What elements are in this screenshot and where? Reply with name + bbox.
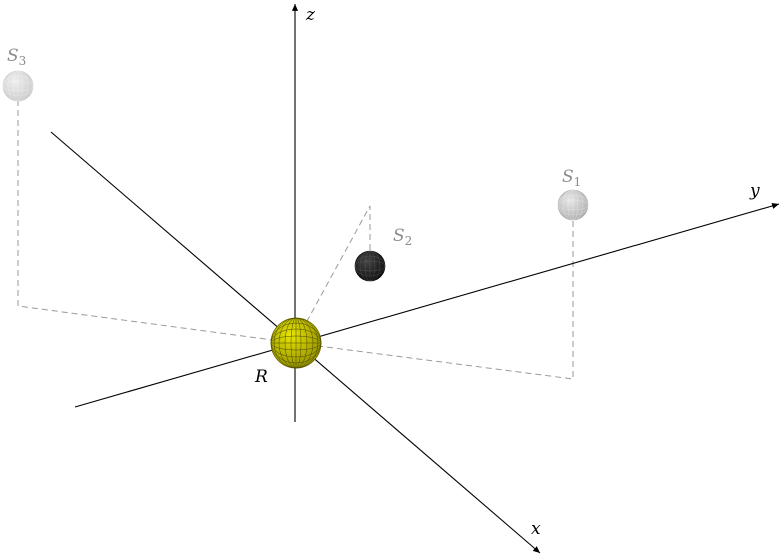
satellite-s2 — [354, 250, 386, 282]
s3-label-sub: 3 — [19, 54, 27, 68]
s2-label: S2 — [393, 226, 412, 248]
projection-s1 — [294, 221, 574, 380]
y-axis-label: y — [749, 181, 760, 201]
s1-label: S1 — [562, 167, 581, 189]
projection-lines — [17, 100, 574, 380]
s3-label-base: S — [7, 46, 19, 66]
z-axis-label: z — [305, 5, 316, 25]
s2-label-base: S — [393, 226, 405, 246]
s2-label-sub: 2 — [405, 234, 413, 248]
s3-label: S3 — [7, 46, 26, 68]
projection-s3 — [17, 100, 296, 344]
x-axis-label: x — [531, 519, 541, 539]
satellite-s1 — [557, 189, 589, 221]
receiver-label: R — [254, 367, 268, 387]
s1-label-sub: 1 — [574, 175, 582, 189]
projection-s2 — [294, 205, 371, 344]
axes — [50, 4, 780, 554]
y-axis — [74, 202, 780, 408]
s1-label-base: S — [562, 167, 574, 187]
satellite-s3 — [2, 70, 34, 102]
receiver-sphere — [270, 317, 322, 369]
